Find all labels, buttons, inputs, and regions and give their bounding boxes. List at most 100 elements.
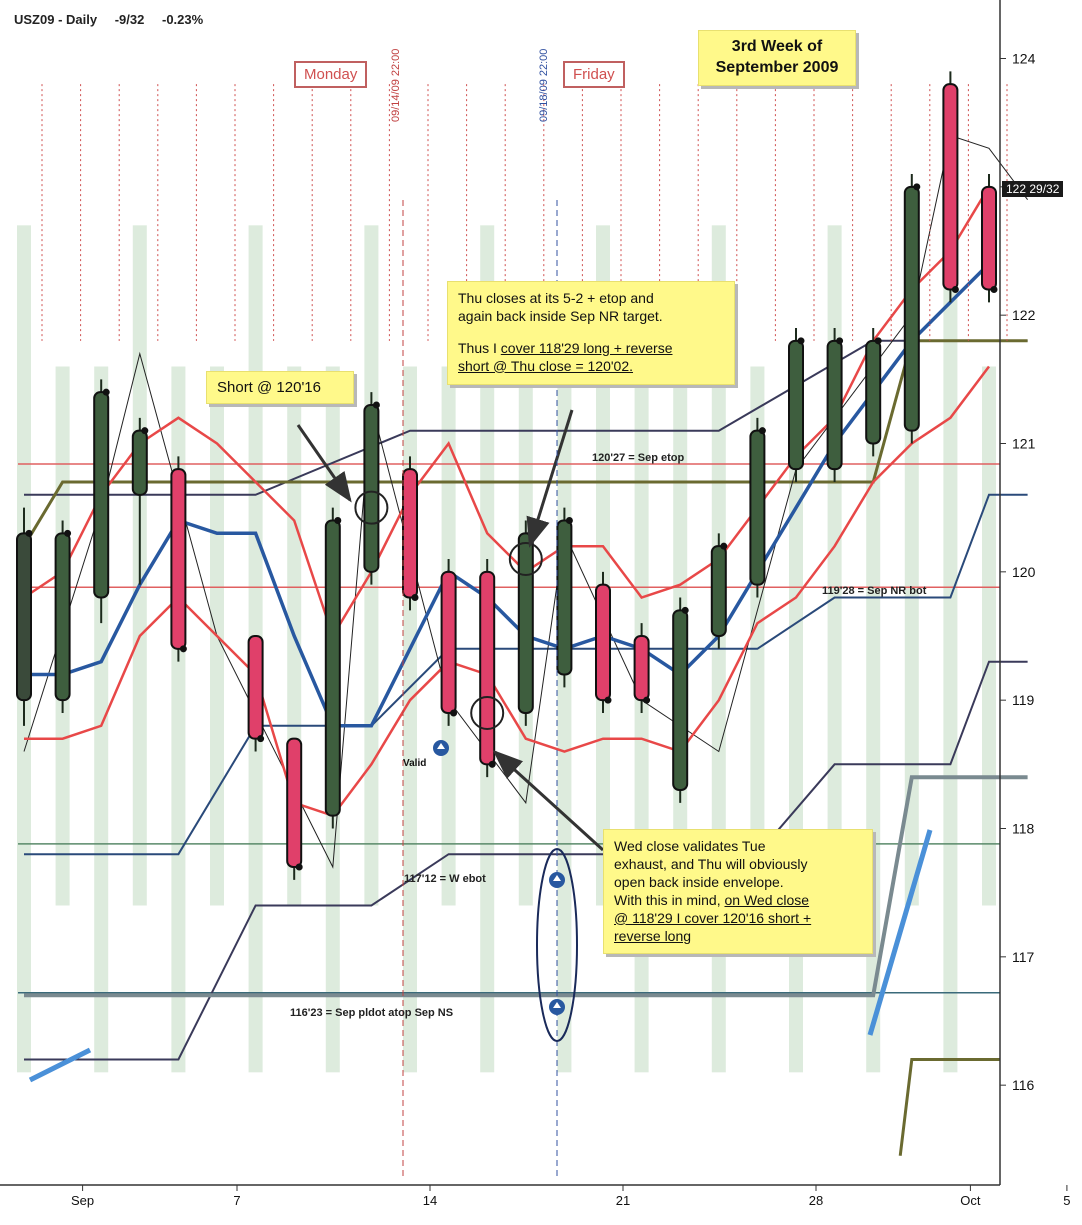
candle-body xyxy=(517,532,534,714)
wed-note-line-5: @ 118'29 I cover 120'16 short + xyxy=(614,909,812,926)
short-note: Short @ 120'16 xyxy=(206,371,354,405)
title-line-2: September 2009 xyxy=(715,58,839,76)
candle-body xyxy=(363,404,380,573)
thu-note-line-1: Thu closes at its 5-2 + etop and xyxy=(458,290,654,306)
olive-step-low xyxy=(898,1058,1000,1156)
blue-ramp xyxy=(867,829,933,1036)
close-dot xyxy=(643,696,651,704)
thu-note: Thu closes at its 5-2 + etop and again b… xyxy=(447,281,735,385)
candle-body xyxy=(16,532,32,702)
close-dot xyxy=(913,183,921,191)
friday-tag: Friday xyxy=(563,61,625,88)
level-label-w-ebot: 117'12 = W ebot xyxy=(404,873,486,885)
price-change: -9/32 xyxy=(114,12,145,27)
thu-note-line-2: again back inside Sep NR target. xyxy=(458,307,663,324)
title-line-1: 3rd Week of xyxy=(731,38,823,55)
valid-label: Valid xyxy=(403,758,427,769)
short-note-text: Short @ 120'16 xyxy=(217,379,321,396)
background-band xyxy=(982,366,996,906)
background-band xyxy=(904,366,919,906)
pldot-line xyxy=(24,775,1028,998)
wed-note: Wed close validates Tue exhaust, and Thu… xyxy=(603,829,873,955)
wed-note-line-4a: With this in mind, xyxy=(614,891,725,908)
candles xyxy=(16,71,998,880)
blue-arrow-glyph xyxy=(553,1002,561,1008)
close-dot xyxy=(64,529,72,537)
close-dot xyxy=(102,388,110,396)
blue-arrow-glyph xyxy=(553,875,561,881)
y-tick-label: 117 xyxy=(1012,949,1035,965)
close-dot xyxy=(681,606,689,614)
candle-body xyxy=(170,468,187,650)
wed-note-line-4b: on Wed close xyxy=(724,891,810,908)
close-dot xyxy=(141,427,149,435)
close-dot xyxy=(797,337,805,345)
thu-arrow xyxy=(526,409,574,548)
y-tick-label: 118 xyxy=(1012,821,1035,837)
date-marker-2: 09/18/09 22:00 xyxy=(538,48,550,122)
candle-body xyxy=(595,583,611,702)
candle-body xyxy=(131,429,148,496)
close-dot xyxy=(295,863,303,871)
close-dot xyxy=(565,517,573,524)
last-price-tag: 122 29/32 xyxy=(1002,181,1064,197)
x-tick-label: 5 xyxy=(1063,1193,1070,1208)
close-dot xyxy=(488,760,496,768)
candle-body xyxy=(826,339,843,471)
price-change-pct: -0.23% xyxy=(161,12,204,27)
close-dot xyxy=(990,286,998,293)
wed-note-line-6: reverse long xyxy=(614,927,692,944)
y-tick-label: 120 xyxy=(1012,564,1036,580)
candle-body xyxy=(402,468,418,599)
close-dot xyxy=(257,735,265,743)
close-dot xyxy=(411,594,419,601)
candle-body xyxy=(788,339,804,471)
blue-ramp-left xyxy=(28,1047,92,1083)
wed-note-line-2: exhaust, and Thu will obviously xyxy=(614,855,808,872)
close-dot xyxy=(604,696,612,704)
indicator-series xyxy=(23,186,991,639)
candle-body xyxy=(749,429,766,586)
background-band xyxy=(943,225,958,1073)
close-dot xyxy=(758,427,766,435)
candle-body xyxy=(710,545,727,638)
entry-circle xyxy=(508,542,543,576)
candle-body xyxy=(440,570,457,714)
close-dot xyxy=(720,542,728,550)
candle-body xyxy=(672,609,689,791)
level-label-etop: 120'27 = Sep etop xyxy=(592,452,685,464)
candle-body xyxy=(556,519,573,676)
close-dot xyxy=(951,286,959,293)
candle-body xyxy=(633,635,650,702)
blue-arrow-glyph xyxy=(437,743,445,749)
close-dot xyxy=(25,529,33,537)
title-box: 3rd Week of September 2009 xyxy=(698,30,856,86)
close-dot xyxy=(450,709,458,717)
date-marker-1: 09/14/09 22:00 xyxy=(390,48,402,122)
level-label-nr-bot: 119'28 = Sep NR bot xyxy=(822,585,927,597)
x-tick-label: 14 xyxy=(423,1193,437,1208)
chart-header: USZ09 - Daily -9/32 -0.23% xyxy=(14,12,217,27)
x-tick-label: 28 xyxy=(809,1193,823,1208)
close-dot xyxy=(179,645,187,653)
wed-arrow xyxy=(492,749,605,852)
y-tick-label: 119 xyxy=(1012,692,1035,708)
background-band xyxy=(827,225,842,906)
entry-circle xyxy=(354,490,389,525)
axes: 116117118119120121122123124Sep7142128Oct… xyxy=(0,0,1071,1208)
x-tick-label: Sep xyxy=(71,1193,94,1208)
candle-body xyxy=(942,83,959,291)
thu-note-line-3a: Thus I xyxy=(458,339,501,356)
close-dot xyxy=(372,401,380,409)
candle-body xyxy=(903,185,920,432)
candle-body xyxy=(981,185,997,291)
x-tick-label: 7 xyxy=(233,1193,240,1208)
entry-circle xyxy=(470,696,505,730)
candle-body xyxy=(93,391,110,599)
candle-body xyxy=(865,339,882,445)
symbol-period: USZ09 - Daily xyxy=(14,12,98,27)
envelope-top-line xyxy=(24,339,1028,496)
background-band xyxy=(596,225,610,906)
level-label-pldot: 116'23 = Sep pldot atop Sep NS xyxy=(290,1007,454,1019)
